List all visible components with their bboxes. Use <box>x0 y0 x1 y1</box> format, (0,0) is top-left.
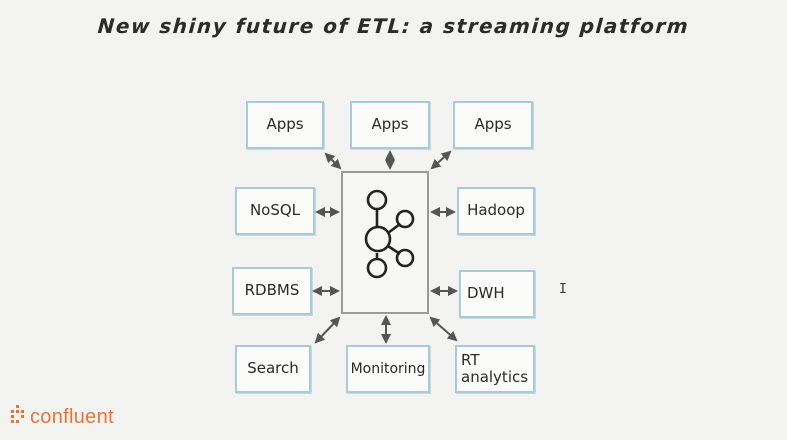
arrow-search <box>314 316 341 344</box>
dwh-box: DWH <box>459 270 535 318</box>
confluent-wordmark: confluent <box>30 405 114 428</box>
rt-analytics-box: RT analytics <box>455 345 535 393</box>
arrow-rt-analytics <box>429 316 458 342</box>
confluent-logo: confluent <box>10 404 114 430</box>
streaming-platform-hub <box>341 171 429 314</box>
nosql-box: NoSQL <box>235 187 315 235</box>
hadoop-box: Hadoop <box>457 187 535 235</box>
apps-left-box: Apps <box>246 101 324 149</box>
kafka-logo-icon <box>343 173 427 316</box>
arrow-apps-left <box>324 152 342 170</box>
arrow-apps-right <box>430 150 452 170</box>
apps-center-box: Apps <box>350 101 430 149</box>
search-box: Search <box>235 345 311 393</box>
apps-right-box: Apps <box>453 101 533 149</box>
text-cursor-icon: I <box>559 282 567 297</box>
monitoring-box: Monitoring <box>346 345 430 393</box>
rdbms-box: RDBMS <box>232 267 312 315</box>
confluent-mark-icon <box>10 404 28 430</box>
